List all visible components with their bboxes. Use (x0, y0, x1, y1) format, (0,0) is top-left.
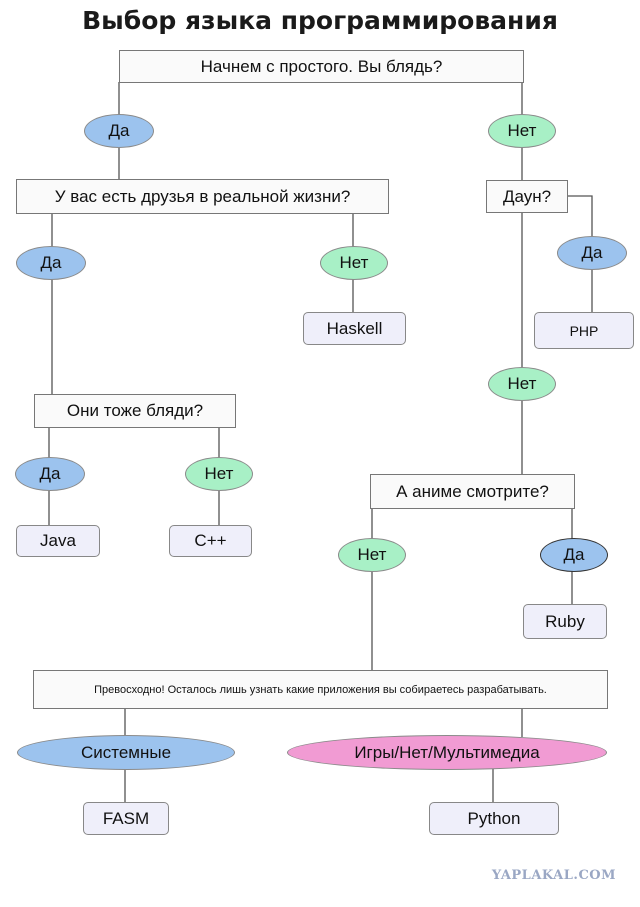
answer-yes-anime: Да (540, 538, 608, 572)
answer-yes-whores: Да (15, 457, 85, 491)
question-final: Превосходно! Осталось лишь узнать какие … (33, 670, 608, 709)
result-fasm: FASM (83, 802, 169, 835)
question-whores: Они тоже бляди? (34, 394, 236, 428)
answer-no-start: Нет (488, 114, 556, 148)
diagram-title: Выбор языка программирования (82, 6, 558, 35)
question-start: Начнем с простого. Вы блядь? (119, 50, 524, 83)
answer-systems: Системные (17, 735, 235, 770)
result-java: Java (16, 525, 100, 557)
answer-games: Игры/Нет/Мультимедиа (287, 735, 607, 770)
result-ruby: Ruby (523, 604, 607, 639)
answer-yes-friends: Да (16, 246, 86, 280)
answer-yes-start: Да (84, 114, 154, 148)
answer-yes-down: Да (557, 236, 627, 270)
question-anime: А аниме смотрите? (370, 474, 575, 509)
result-haskell: Haskell (303, 312, 406, 345)
question-down: Даун? (486, 180, 568, 213)
answer-no-whores: Нет (185, 457, 253, 491)
answer-no-anime: Нет (338, 538, 406, 572)
answer-no-down: Нет (488, 367, 556, 401)
watermark: YAPLAKAL.COM (491, 868, 616, 883)
result-python: Python (429, 802, 559, 835)
question-friends: У вас есть друзья в реальной жизни? (16, 179, 389, 214)
result-php: PHP (534, 312, 634, 349)
answer-no-friends: Нет (320, 246, 388, 280)
result-cpp: C++ (169, 525, 252, 557)
